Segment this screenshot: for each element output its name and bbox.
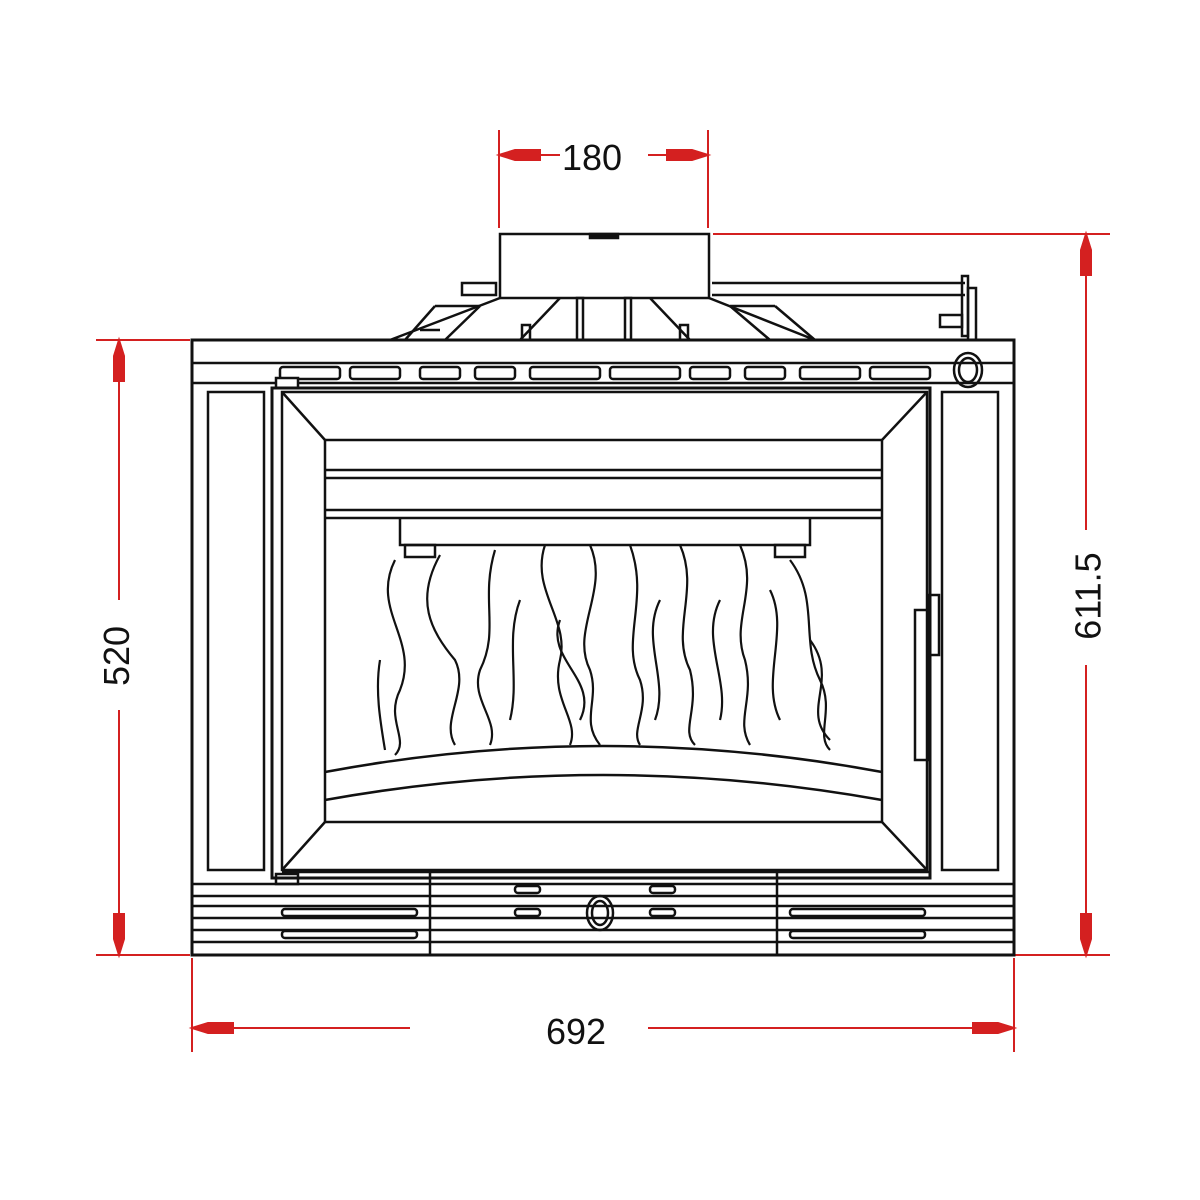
arrowhead-icon [188, 1022, 234, 1034]
body-frame [190, 338, 1016, 957]
top-hood [389, 296, 816, 342]
dimension-label-body-height: 520 [96, 625, 138, 687]
arrowhead-icon [972, 1022, 1018, 1034]
arrowhead-icon [113, 336, 125, 382]
door-frame [270, 386, 941, 880]
dimension-body-height [96, 336, 190, 959]
dimension-overall-height [713, 230, 1110, 959]
flame-pattern [376, 544, 831, 756]
air-control-knob-icon [952, 351, 984, 389]
arrowhead-icon [495, 149, 541, 161]
left-side-panel [206, 390, 266, 872]
dimension-label-overall-width: 692 [546, 1011, 607, 1052]
fireplace-outline [190, 232, 1016, 957]
arrowhead-icon [1080, 230, 1092, 276]
dimension-overall-width [188, 958, 1018, 1052]
arrowhead-icon [113, 913, 125, 959]
bottom-vent-grille [192, 870, 1014, 955]
dimension-label-flue-width: 180 [562, 137, 623, 178]
dimension-label-overall-height: 611.5 [1067, 552, 1109, 640]
top-vent-slots [278, 365, 932, 381]
flue-collar [460, 232, 978, 342]
right-side-panel [940, 390, 1000, 872]
arrowhead-icon [666, 149, 712, 161]
ash-drawer-knob-icon [585, 894, 615, 932]
dimension-lines [96, 130, 1110, 1052]
dimension-flue-width [495, 130, 712, 228]
arrowhead-icon [1080, 913, 1092, 959]
